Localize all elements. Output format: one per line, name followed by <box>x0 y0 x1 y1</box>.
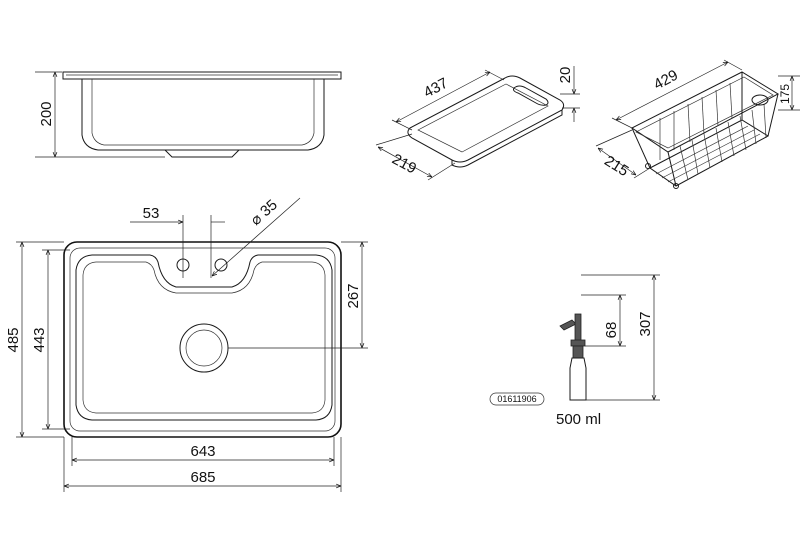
sink-height-label: 200 <box>38 101 55 126</box>
basket-length-label: 429 <box>651 67 681 94</box>
basket-height-label: 175 <box>778 84 792 104</box>
board-width-label: 219 <box>389 151 419 178</box>
dispenser-total-height-label: 307 <box>637 311 654 336</box>
sink-side-view: 200 <box>35 71 342 158</box>
tap-spacing-label: 53 <box>143 205 160 222</box>
part-number-label: 01611906 <box>497 394 536 404</box>
dispenser-nozzle <box>559 319 577 331</box>
cutting-board-handle <box>513 85 549 106</box>
sink-outer-rim <box>63 241 342 438</box>
dispenser-collar <box>570 339 586 347</box>
drain-outer <box>179 323 229 373</box>
basket-width-label: 215 <box>601 152 631 180</box>
dispenser-view: 307 68 500 ml <box>556 274 660 428</box>
sink-bowl-outline <box>75 254 333 421</box>
sink-rim <box>62 71 342 80</box>
cutting-board-view: 437 219 20 <box>375 66 580 181</box>
outer-depth-label: 485 <box>5 327 22 352</box>
dispenser-volume-label: 500 ml <box>556 411 601 428</box>
basket-wires <box>655 82 767 183</box>
part-number-badge: 01611906 <box>489 392 545 406</box>
inner-width-label: 643 <box>190 443 215 460</box>
sink-top-view: 53 ⌀ 35 267 485 443 643 685 <box>5 196 368 492</box>
basket-view: 429 215 175 <box>595 59 800 189</box>
dispenser-pump-height-label: 68 <box>603 322 620 339</box>
tap-hole-diameter-label: ⌀ 35 <box>247 196 281 229</box>
inner-depth-label: 443 <box>31 327 48 352</box>
outer-width-label: 685 <box>190 469 215 486</box>
drain-inner <box>185 329 223 367</box>
tap-hole-right <box>214 258 228 272</box>
drain-offset-label: 267 <box>345 283 362 308</box>
board-length-label: 437 <box>421 75 451 102</box>
board-thickness-label: 20 <box>557 67 574 84</box>
sink-bowl-profile <box>81 79 325 151</box>
dispenser-bottle <box>569 357 587 401</box>
